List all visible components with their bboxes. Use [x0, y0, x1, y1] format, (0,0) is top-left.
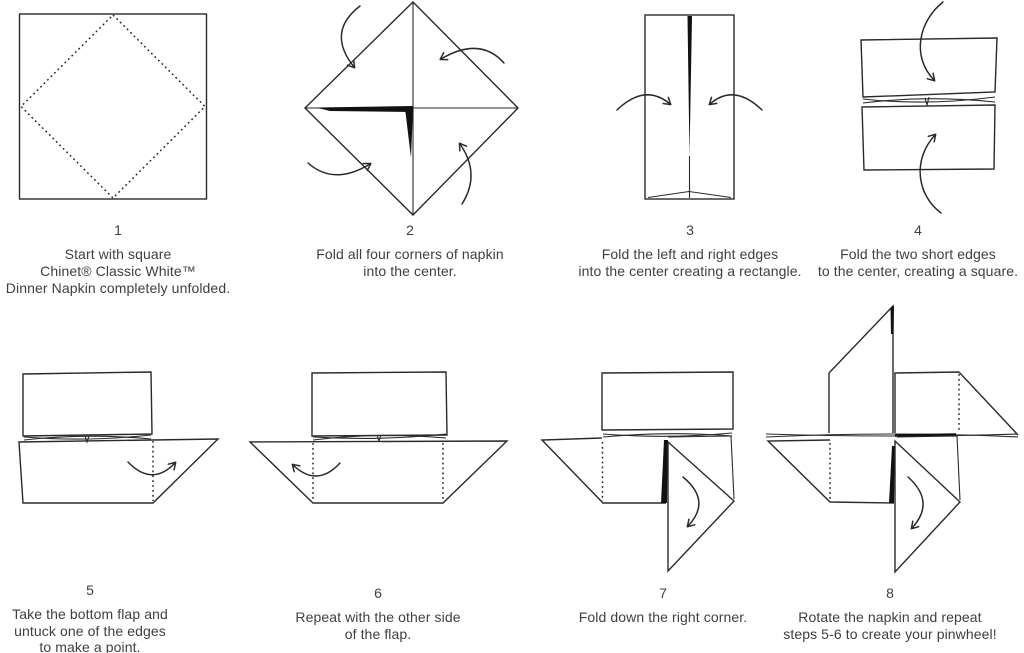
crease-dotted-diamond [19, 13, 207, 200]
fold-direction-arrow-icon [307, 162, 372, 176]
step-caption: Repeat with the other side of the flap. [295, 609, 461, 642]
fold-direction-arrow-icon [708, 94, 763, 111]
napkin-outline [18, 13, 208, 200]
step-4-label: 4 Fold the two short edges to the center… [812, 222, 1024, 280]
step-caption: Fold down the right corner. [578, 609, 748, 625]
fold-line [896, 435, 961, 501]
fold-seam [765, 433, 1019, 437]
step-number: 5 [86, 582, 94, 598]
step-2-diagram [304, 1, 519, 216]
step-caption: Take the bottom flap and untuck one of t… [12, 606, 168, 653]
step-6-diagram [248, 371, 509, 504]
folded-corner [667, 440, 736, 573]
fold-seam [924, 96, 930, 108]
fold-shadow [890, 306, 894, 334]
step-3-label: 3 Fold the left and right edges into the… [552, 222, 828, 280]
crease-dotted-line [312, 443, 444, 501]
step-number: 8 [886, 585, 894, 601]
fold-shadow [687, 16, 692, 156]
step-number: 3 [686, 222, 694, 238]
step-7-label: 7 Fold down the right corner. [545, 585, 781, 626]
fold-direction-arrow-icon [291, 462, 341, 477]
fold-shadow [405, 108, 413, 158]
step-7-diagram [540, 371, 736, 573]
step-5-label: 5 Take the bottom flap and untuck one of… [0, 582, 180, 653]
step-1-label: 1 Start with square Chinet® Classic Whit… [0, 222, 236, 297]
step-number: 4 [914, 222, 922, 238]
napkin-outline [311, 371, 448, 437]
napkin-flap [248, 440, 509, 504]
step-number: 1 [114, 222, 122, 238]
fold-seam [602, 433, 733, 438]
napkin-flap [18, 438, 220, 504]
pinwheel-blade-bottom [894, 439, 961, 574]
napkin-flap [540, 437, 666, 504]
pinwheel-blade-left [766, 439, 895, 504]
step-caption: Fold the left and right edges into the c… [578, 246, 802, 279]
fold-direction-arrow-icon [907, 476, 924, 530]
step-4-diagram [860, 1, 998, 214]
napkin-outline [22, 371, 153, 437]
fold-direction-arrow-icon [458, 142, 472, 205]
step-caption: Fold all four corners of napkin into the… [316, 246, 504, 279]
pinwheel-blade-top [828, 304, 894, 433]
fold-seam [765, 433, 1019, 438]
step-8-diagram [765, 304, 1019, 574]
pinwheel-blade-right [894, 371, 1019, 436]
napkin-outline [860, 37, 998, 98]
step-1-diagram [18, 13, 208, 200]
fold-direction-arrow-icon [439, 47, 505, 64]
napkin-outline [601, 371, 734, 431]
fold-direction-arrow-icon [919, 133, 942, 214]
napkin-outline [644, 14, 735, 200]
step-caption: Rotate the napkin and repeat steps 5-6 t… [783, 609, 997, 642]
fold-seam [312, 433, 447, 439]
step-caption: Fold the two short edges to the center, … [817, 246, 1019, 279]
fold-seam [23, 434, 152, 440]
fold-seam [312, 434, 447, 441]
step-2-label: 2 Fold all four corners of napkin into t… [290, 222, 530, 280]
fold-shadow [661, 440, 668, 503]
fold-shadow [889, 446, 895, 503]
napkin-outline [861, 104, 996, 171]
fold-seam [23, 435, 152, 441]
step-5-diagram [18, 371, 220, 504]
fold-seam [84, 435, 90, 444]
fold-direction-arrow-icon [616, 94, 672, 111]
fold-direction-arrow-icon [340, 5, 361, 69]
step-3-diagram [616, 14, 763, 200]
step-caption: Start with square Chinet® Classic White™… [5, 246, 231, 296]
fold-shadow [894, 433, 957, 437]
step-number: 6 [374, 585, 382, 601]
step-8-label: 8 Rotate the napkin and repeat steps 5-6… [768, 585, 1012, 642]
step-6-label: 6 Repeat with the other side of the flap… [266, 585, 490, 642]
step-number: 2 [406, 222, 414, 238]
fold-line [667, 435, 735, 500]
fold-direction-arrow-icon [682, 476, 700, 528]
fold-direction-arrow-icon [127, 461, 177, 476]
fold-direction-arrow-icon [919, 1, 944, 82]
fold-shadow [316, 106, 413, 112]
fold-line [647, 190, 732, 199]
fold-seam [602, 432, 733, 437]
step-number: 7 [659, 585, 667, 601]
